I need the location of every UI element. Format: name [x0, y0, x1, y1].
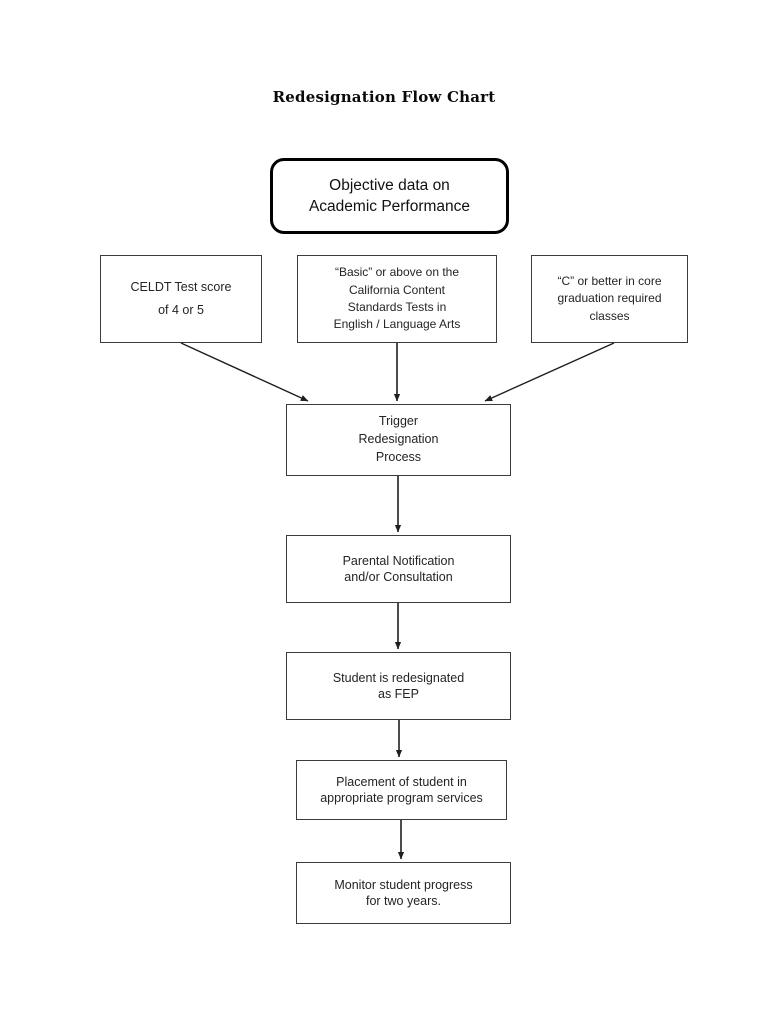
node-california-standards-tests[interactable]: “Basic” or above on the California Conte… — [297, 255, 497, 343]
node-label: CELDT Test score of 4 or 5 — [130, 279, 232, 317]
node-objective-data[interactable]: Objective data on Academic Performance — [270, 158, 509, 234]
node-label: Trigger Redesignation Process — [358, 414, 439, 464]
node-parental-notification[interactable]: Parental Notification and/or Consultatio… — [286, 535, 511, 603]
node-label: “C” or better in core graduation require… — [557, 273, 662, 323]
node-label: Objective data on Academic Performance — [308, 176, 471, 215]
node-trigger-redesignation-process[interactable]: Trigger Redesignation Process — [286, 404, 511, 476]
node-monitor-student-progress[interactable]: Monitor student progress for two years. — [296, 862, 511, 924]
node-placement-of-student[interactable]: Placement of student in appropriate prog… — [296, 760, 507, 820]
node-label: Monitor student progress for two years. — [334, 877, 473, 909]
page-title: Redesignation Flow Chart — [272, 88, 496, 106]
edge-grades-to-trigger — [484, 342, 615, 402]
node-student-redesignated-fep[interactable]: Student is redesignated as FEP — [286, 652, 511, 720]
node-label: Student is redesignated as FEP — [332, 670, 465, 702]
node-label: Placement of student in appropriate prog… — [320, 774, 483, 806]
node-label: Parental Notification and/or Consultatio… — [342, 553, 455, 585]
edge-celdt-to-trigger — [180, 342, 309, 402]
node-celdt-test-score[interactable]: CELDT Test score of 4 or 5 — [100, 255, 262, 343]
node-core-class-grades[interactable]: “C” or better in core graduation require… — [531, 255, 688, 343]
node-label: “Basic” or above on the California Conte… — [333, 265, 461, 332]
